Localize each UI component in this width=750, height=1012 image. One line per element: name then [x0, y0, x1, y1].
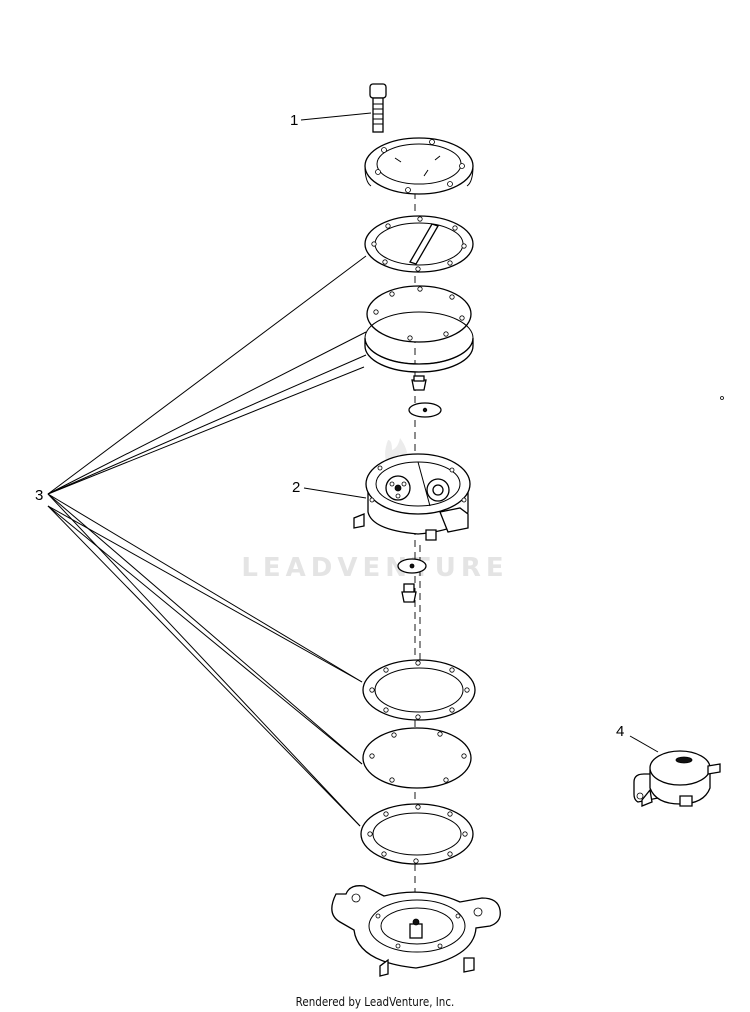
footer-credit: Rendered by LeadVenture, Inc. — [295, 995, 455, 1009]
top-cover-plate — [364, 137, 474, 195]
gasket-1 — [364, 215, 474, 273]
callout-3: 3 — [35, 487, 43, 504]
gasket-2 — [362, 659, 476, 721]
bottom-housing — [331, 885, 501, 977]
leader-lines — [47, 112, 659, 827]
callout-1: 1 — [290, 112, 298, 129]
gasket-3 — [360, 803, 474, 865]
part-1-screw — [369, 83, 387, 133]
diaphragm-2 — [362, 727, 472, 789]
part-4-pump-assembly — [633, 750, 721, 807]
check-valve-upper — [408, 375, 442, 418]
callout-2: 2 — [292, 479, 300, 496]
gasket-thick — [364, 311, 474, 373]
stray-mark — [720, 396, 724, 400]
check-valve-lower — [397, 558, 427, 603]
part-2-pump-body — [353, 453, 471, 541]
diaphragm-1 — [366, 285, 472, 343]
watermark-text: LEADVENTURE — [241, 553, 508, 583]
callout-4: 4 — [616, 723, 624, 740]
